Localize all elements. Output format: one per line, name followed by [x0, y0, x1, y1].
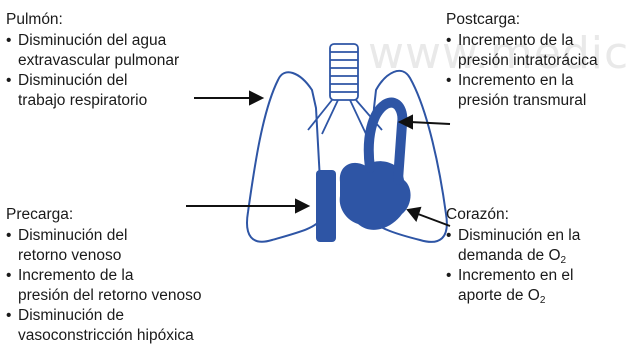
pulmon-item-1: Disminución del agua extravascular pulmo…: [6, 31, 179, 71]
vena-cava: [316, 170, 336, 242]
arrowhead-precarga: [296, 200, 308, 212]
precarga-block: Precarga: Disminución del retorno venoso…: [6, 205, 202, 346]
corazon-block: Corazón: Disminución en la demanda de O2…: [446, 205, 580, 306]
postcarga-item-2: Incremento en la presión transmural: [446, 71, 598, 111]
pulmon-block: Pulmón: Disminución del agua extravascul…: [6, 10, 179, 111]
precarga-item-1: Disminución del retorno venoso: [6, 226, 202, 266]
arrowhead-corazon: [408, 208, 420, 220]
pulmon-title: Pulmón:: [6, 10, 179, 30]
corazon-title: Corazón:: [446, 205, 580, 225]
arrow-postcarga: [410, 122, 450, 124]
postcarga-block: Postcarga: Incremento de la presión intr…: [446, 10, 598, 111]
arrowhead-pulmon: [250, 92, 262, 104]
corazon-item-2: Incremento en el aporte de O2: [446, 266, 580, 306]
precarga-title: Precarga:: [6, 205, 202, 225]
postcarga-title: Postcarga:: [446, 10, 598, 30]
pulmon-item-2: Disminución del trabajo respiratorio: [6, 71, 179, 111]
precarga-item-3: Disminución de vasoconstricción hipóxica: [6, 306, 202, 346]
postcarga-item-1: Incremento de la presión intratorácica: [446, 31, 598, 71]
corazon-item-1: Disminución en la demanda de O2: [446, 226, 580, 266]
precarga-item-2: Incremento de la presión del retorno ven…: [6, 266, 202, 306]
